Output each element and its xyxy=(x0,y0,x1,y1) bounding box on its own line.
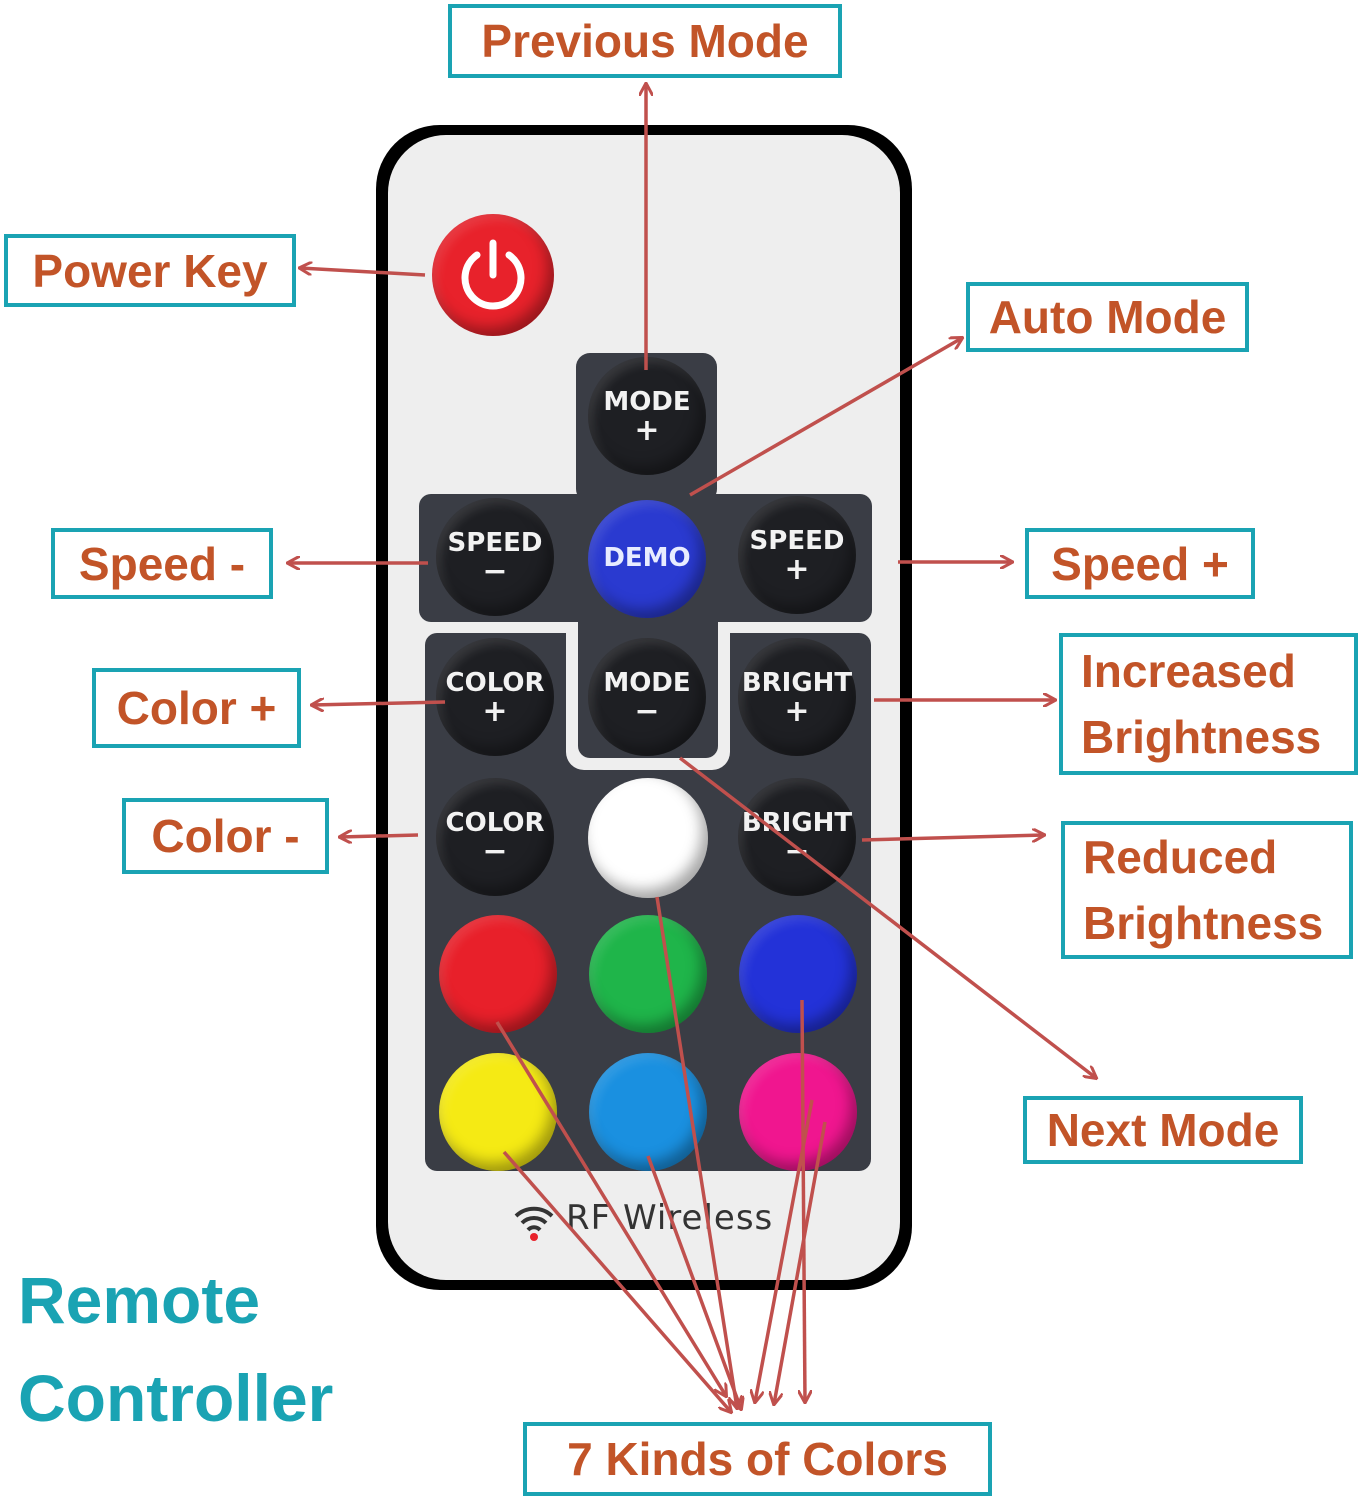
green-color-button[interactable] xyxy=(589,915,707,1033)
arrow-color-red xyxy=(495,1021,726,1396)
label-speed-minus: Speed - xyxy=(51,528,273,599)
mode-minus-sign: − xyxy=(634,694,660,730)
arrow-color-minus xyxy=(340,835,419,837)
mode-minus-label: MODE xyxy=(603,667,691,698)
bright-plus-button[interactable]: BRIGHT + xyxy=(738,638,856,756)
label-increased-line-2: Brightness xyxy=(1081,711,1322,763)
mode-plus-label: MODE xyxy=(603,386,691,417)
arrow-auto-mode xyxy=(689,338,962,497)
demo-label: DEMO xyxy=(603,543,691,574)
color-plus-button[interactable]: COLOR + xyxy=(436,638,554,756)
label-power-key: Power Key xyxy=(4,234,296,307)
title-line-1: Remote xyxy=(18,1263,261,1337)
label-color-minus: Color - xyxy=(122,798,329,874)
arrow-reduced-brightness xyxy=(861,835,1044,840)
label-next-mode: Next Mode xyxy=(1023,1096,1303,1164)
mode-plus-button[interactable]: MODE + xyxy=(588,357,706,475)
title-line-2: Controller xyxy=(18,1361,334,1435)
color-plus-label: COLOR xyxy=(445,667,545,698)
color-minus-label: COLOR xyxy=(445,807,545,838)
arrow-color-plus xyxy=(312,702,446,705)
color-minus-sign: − xyxy=(482,834,508,870)
arrow-color-white xyxy=(655,896,737,1408)
label-increased-brightness: Increased Brightness xyxy=(1059,633,1358,775)
mode-plus-sign: + xyxy=(634,413,660,449)
power-button[interactable] xyxy=(432,214,554,336)
label-reduced-line-2: Brightness xyxy=(1083,897,1324,949)
speed-minus-button[interactable]: SPEED − xyxy=(436,498,554,616)
label-speed-plus: Speed + xyxy=(1025,528,1255,599)
label-increased-line-1: Increased xyxy=(1081,645,1296,697)
blue-color-button[interactable] xyxy=(739,915,857,1033)
arrow-color-pink-2 xyxy=(774,1121,827,1404)
pink-color-button[interactable] xyxy=(739,1053,857,1171)
speed-plus-label: SPEED xyxy=(749,525,845,556)
yellow-color-button[interactable] xyxy=(439,1053,557,1171)
label-color-plus: Color + xyxy=(92,668,301,748)
color-minus-button[interactable]: COLOR − xyxy=(436,778,554,896)
arrow-color-yellow xyxy=(502,1150,731,1412)
label-reduced-line-1: Reduced xyxy=(1083,831,1278,883)
power-icon xyxy=(461,239,525,310)
speed-minus-label: SPEED xyxy=(447,527,543,558)
red-color-button[interactable] xyxy=(439,915,557,1033)
color-plus-sign: + xyxy=(482,694,508,730)
mode-minus-button[interactable]: MODE − xyxy=(588,638,706,756)
speed-minus-sign: − xyxy=(482,554,508,590)
demo-button[interactable]: DEMO xyxy=(588,500,706,618)
arrow-next-mode xyxy=(678,756,1096,1078)
label-auto-mode: Auto Mode xyxy=(966,282,1249,352)
bright-minus-label: BRIGHT xyxy=(741,807,853,838)
light-blue-color-button[interactable] xyxy=(589,1053,707,1171)
speed-plus-sign: + xyxy=(784,552,810,588)
arrow-color-blue xyxy=(802,999,805,1402)
bright-plus-sign: + xyxy=(784,694,810,730)
label-previous-mode: Previous Mode xyxy=(448,4,842,78)
arrow-color-light-blue xyxy=(646,1155,741,1409)
arrow-power-key xyxy=(300,268,426,277)
wireless-signal-icon xyxy=(514,1206,554,1241)
label-seven-colors: 7 Kinds of Colors xyxy=(523,1422,992,1496)
speed-plus-button[interactable]: SPEED + xyxy=(738,496,856,614)
label-reduced-brightness: Reduced Brightness xyxy=(1061,821,1353,959)
bright-plus-label: BRIGHT xyxy=(741,667,853,698)
white-color-button[interactable] xyxy=(588,778,708,898)
